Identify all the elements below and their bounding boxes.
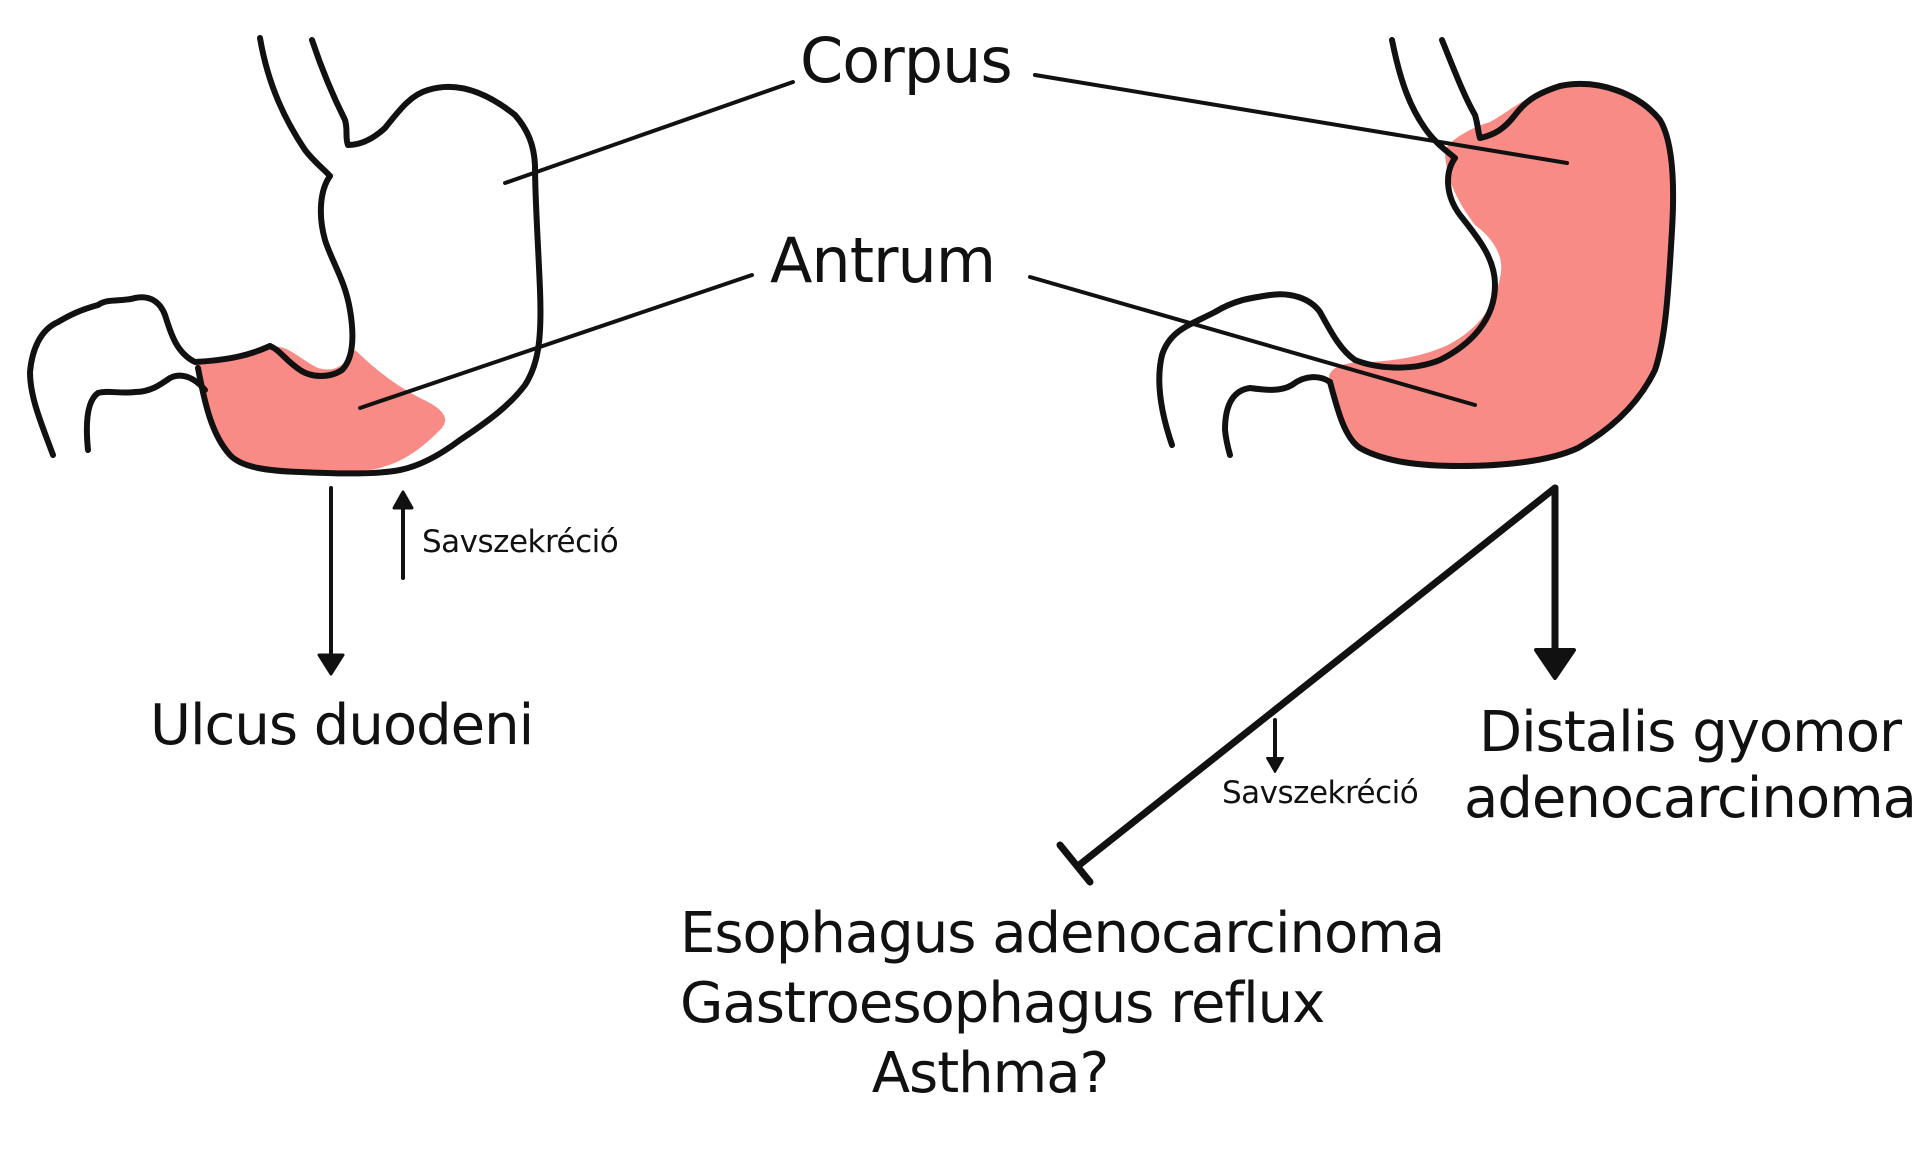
distal-label-line-2: adenocarcinoma [1464, 766, 1917, 831]
distal-gastric-adenocarcinoma-label: Distalis gyomor adenocarcinoma [1460, 705, 1920, 827]
inhibition-bar [1056, 841, 1094, 886]
right-stomach-outline [1327, 81, 1677, 469]
left-esophagus-wall-inner [309, 37, 351, 148]
left-stomach [27, 35, 544, 477]
right-lesser-curvature [1352, 155, 1498, 371]
esoph-label-line-2: Gastroesophagus reflux [680, 971, 1325, 1036]
left-acid-secretion-label: Savszekréció [422, 524, 619, 560]
left-duodenum-lower [83, 372, 208, 453]
right-duodenum-lower [1222, 374, 1333, 458]
corpus-leader-left [503, 80, 795, 185]
corpus-leader-right [1033, 73, 1569, 165]
distal-arrowhead [1534, 648, 1576, 680]
inhibition-line [1074, 484, 1559, 870]
left-acid-arrowhead [392, 490, 414, 510]
antrum-label: Antrum [770, 224, 996, 297]
esoph-label-line-3: Asthma? [871, 1041, 1110, 1106]
left-esophagus-wall [257, 35, 333, 179]
arrows [317, 484, 1576, 886]
left-outcome-arrowhead [317, 653, 345, 676]
right-acid-arrowhead [1266, 757, 1284, 773]
ulcus-duodeni-label: Ulcus duodeni [150, 693, 534, 758]
right-stomach-fill [1329, 84, 1674, 467]
left-stomach-outline [195, 83, 544, 477]
left-antrum-fill [195, 346, 446, 472]
leader-lines [358, 73, 1569, 410]
left-duodenum-upper [27, 294, 273, 458]
right-esophagus-wall-inner [1439, 37, 1483, 141]
right-acid-secretion-label: Savszekréció [1222, 775, 1419, 811]
distal-label-line-1: Distalis gyomor [1478, 700, 1902, 765]
left-lesser-curvature [267, 173, 356, 379]
esoph-label-line-1: Esophagus adenocarcinoma [680, 901, 1445, 966]
right-esophagus-wall [1389, 37, 1458, 161]
esophageal-outcomes-label: Esophagus adenocarcinoma Gastroesophagus… [680, 901, 1445, 1106]
antrum-leader-right [1028, 275, 1477, 407]
right-stomach [1156, 37, 1677, 469]
antrum-leader-left [358, 273, 754, 410]
corpus-label: Corpus [800, 24, 1013, 97]
right-duodenum-upper [1156, 291, 1358, 448]
